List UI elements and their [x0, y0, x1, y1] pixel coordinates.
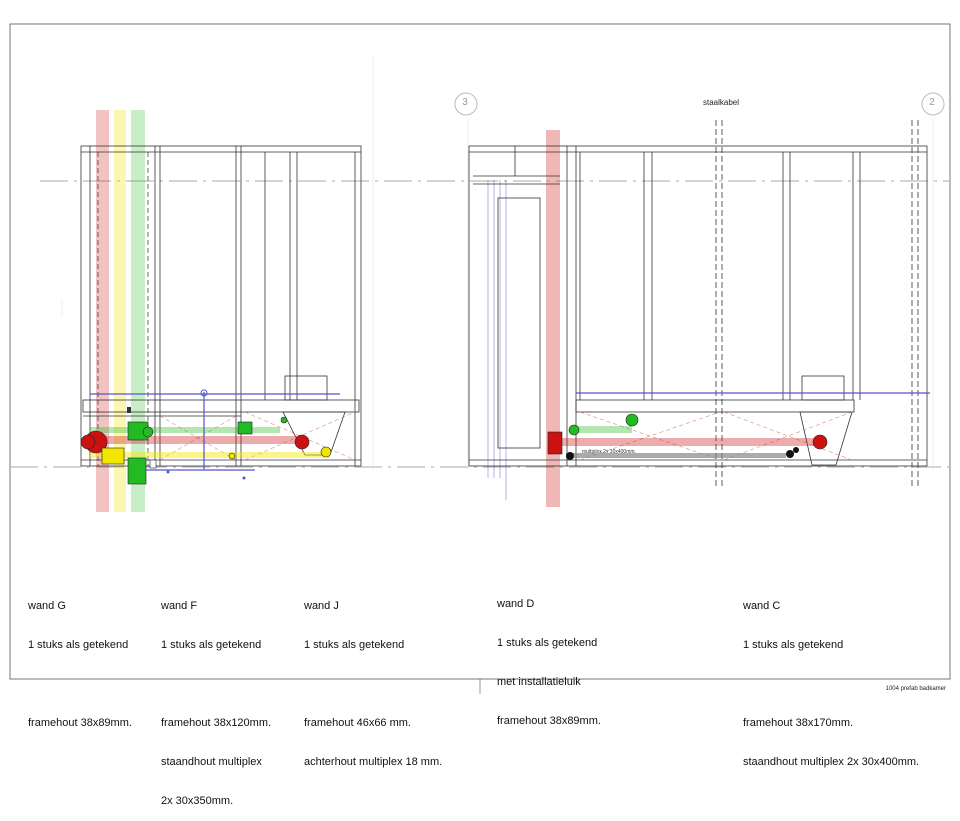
pipe-green-horizontal-right	[572, 426, 632, 433]
note-line: 2x 30x350mm.	[161, 795, 234, 807]
note-line: framehout 38x89mm.	[28, 717, 132, 729]
note-line: achterhout multiplex 18 mm.	[304, 756, 443, 768]
technical-drawing	[9, 23, 951, 694]
right-crossbracing	[579, 411, 853, 461]
note-line: framehout 38x170mm.	[743, 717, 854, 729]
reference-lines	[10, 180, 950, 468]
pipe-band-red	[96, 110, 109, 512]
note-line: 1 stuks als getekend	[28, 639, 129, 651]
note-line: staandhout multiplex	[161, 756, 262, 768]
pipe-grey-horizontal-right	[566, 453, 786, 458]
pipe-band-yellow	[114, 110, 126, 512]
multiplex-inline-label: multiplex 2x 30x400mm.	[582, 449, 636, 455]
pipe-red-horizontal-left	[90, 436, 305, 444]
left-frame	[80, 145, 362, 467]
pipe-band-green	[131, 110, 145, 512]
note-line: wand J	[304, 600, 339, 612]
grid-marker-3-circle	[454, 92, 478, 116]
note-line: 1 stuks als getekend	[743, 639, 844, 651]
note-line: staandhout multiplex 2x 30x400mm.	[743, 756, 920, 768]
pipe-yellow-horizontal-left	[90, 452, 330, 458]
wall-note-j: wand J 1 stuks als getekend framehout 46…	[304, 574, 442, 782]
grid-marker-3: 3	[462, 97, 468, 108]
note-line: wand C	[743, 600, 781, 612]
wall-note-f: wand F 1 stuks als getekend framehout 38…	[161, 574, 271, 821]
pipe-band-red-right	[546, 130, 560, 507]
wall-note-g: wand G 1 stuks als getekend framehout 38…	[28, 574, 132, 743]
grid-marker-2-circle	[921, 92, 945, 116]
title-block: 1004 prefab badkamer	[885, 686, 946, 692]
note-line: met installatieluik	[497, 676, 581, 688]
right-fittings	[547, 413, 828, 460]
note-line: 1 stuks als getekend	[497, 637, 598, 649]
staalkabel-label: staalkabel	[703, 98, 740, 107]
note-line: framehout 38x120mm.	[161, 717, 272, 729]
note-line	[161, 678, 271, 691]
left-crossbracing	[159, 411, 356, 461]
vertical-guides	[61, 56, 934, 470]
pipe-green-horizontal-left	[90, 427, 280, 433]
note-line	[28, 678, 132, 691]
note-line: framehout 38x89mm.	[497, 715, 601, 727]
grid-marker-2: 2	[929, 97, 935, 108]
note-line: wand F	[161, 600, 198, 612]
right-studs-dashed	[715, 120, 919, 488]
note-line: wand D	[497, 598, 535, 610]
note-line	[304, 678, 442, 691]
note-line: 1 stuks als getekend	[161, 639, 262, 651]
note-line: 1 stuks als getekend	[304, 639, 405, 651]
right-frame	[468, 145, 928, 467]
pipe-blue-verticals-right	[487, 180, 507, 500]
pipe-red-horizontal-right	[560, 438, 822, 446]
left-fittings	[80, 389, 332, 485]
note-line: framehout 46x66 mm.	[304, 717, 411, 729]
wall-note-c: wand C 1 stuks als getekend framehout 38…	[743, 574, 919, 782]
wall-note-d: wand D 1 stuks als getekend met installa…	[497, 572, 601, 741]
note-line: wand G	[28, 600, 66, 612]
left-hidden-lines	[97, 152, 149, 466]
